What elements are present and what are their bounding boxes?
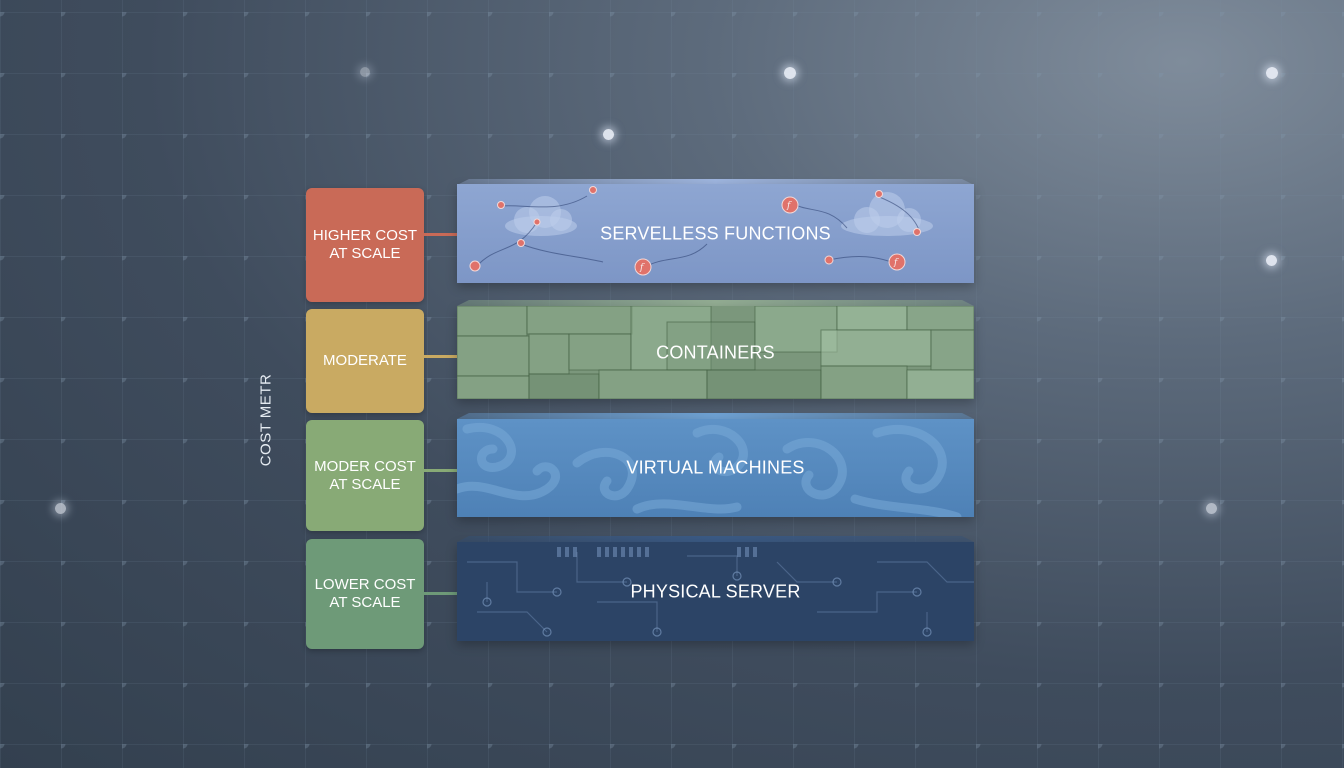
- layer-serverless-functions: f f f SERVELLESS FUNCTIONS: [457, 184, 974, 283]
- layer-title: PHYSICAL SERVER: [630, 581, 801, 601]
- circuit-pattern: [467, 547, 974, 637]
- connector-line: [424, 355, 458, 358]
- layer-top-edge: [457, 300, 974, 306]
- layer-containers: CONTAINERS: [457, 306, 974, 399]
- cost-box-label: MODER COST AT SCALE: [314, 457, 416, 493]
- cost-box-moder: MODER COST AT SCALE: [306, 420, 424, 531]
- layer-virtual-machines: VIRTUAL MACHINES: [457, 419, 974, 517]
- layer-top-edge: [457, 179, 974, 185]
- layer-top-edge: [457, 536, 974, 542]
- layer-title: SERVELLESS FUNCTIONS: [600, 223, 831, 243]
- container-block-pattern: [457, 306, 974, 399]
- glow-dot: [784, 67, 796, 79]
- cost-box-moderate: MODERATE: [306, 309, 424, 413]
- cost-box-label: LOWER COST AT SCALE: [314, 576, 416, 611]
- connector-line: [424, 233, 458, 236]
- swirl-pattern: [457, 422, 962, 517]
- glow-dot: [1206, 503, 1217, 514]
- cloud-icon: [841, 192, 933, 236]
- cost-box-lower: LOWER COST AT SCALE: [306, 539, 424, 649]
- connector-line: [424, 592, 458, 595]
- layer-physical-server: PHYSICAL SERVER: [457, 542, 974, 641]
- glow-dot: [1266, 67, 1278, 79]
- cost-meter-label: COST METR: [257, 373, 275, 467]
- svg-text:f: f: [786, 201, 792, 211]
- svg-text:f: f: [639, 263, 645, 273]
- cost-box-label: MODERATE: [323, 352, 407, 369]
- layer-top-edge: [457, 413, 974, 419]
- glow-dot: [603, 129, 614, 140]
- layer-title: VIRTUAL MACHINES: [626, 457, 805, 478]
- connector-line: [424, 469, 458, 472]
- layer-title: CONTAINERS: [656, 342, 775, 362]
- cost-box-label: HIGHER COST AT SCALE: [312, 227, 418, 262]
- cost-box-higher: HIGHER COST AT SCALE: [306, 188, 424, 302]
- function-node-icon: [469, 186, 921, 276]
- svg-text:f: f: [893, 258, 899, 268]
- glow-dot: [1266, 255, 1277, 266]
- glow-dot: [360, 67, 370, 77]
- cloud-function-pattern: f f f: [469, 186, 933, 276]
- glow-dot: [55, 503, 66, 514]
